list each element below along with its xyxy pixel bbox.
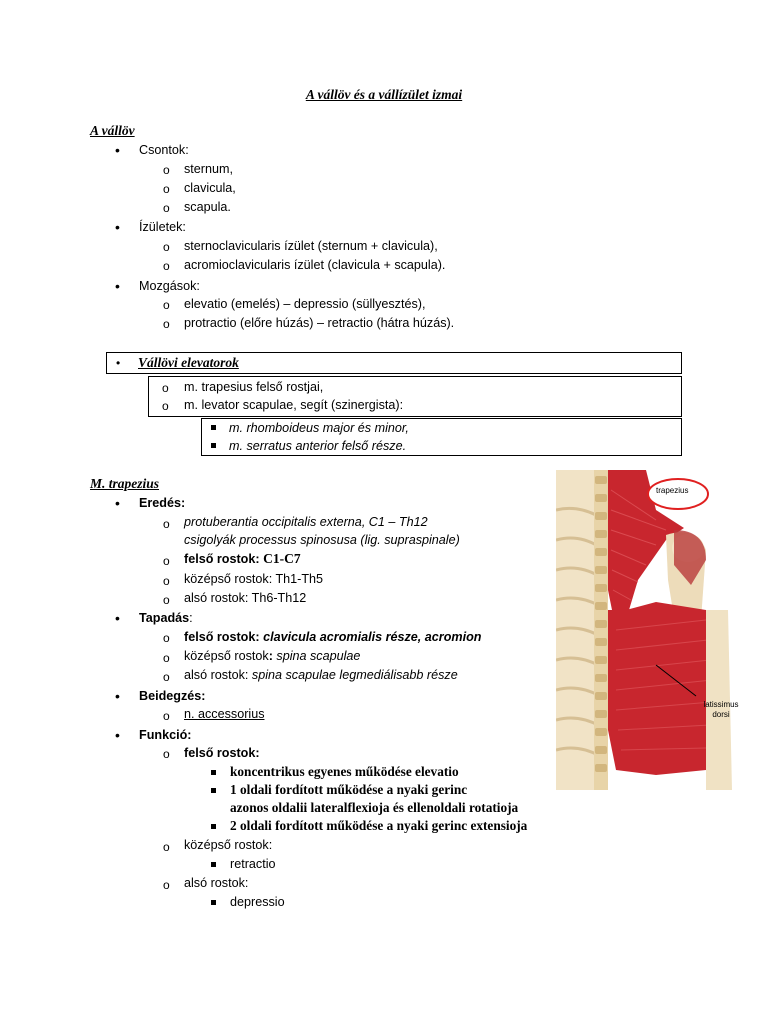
elevators-box bbox=[106, 352, 682, 374]
square-bullet bbox=[211, 824, 216, 829]
list-item: m. rhomboideus major és minor, bbox=[229, 421, 409, 435]
function-label: Funkció: bbox=[139, 728, 192, 742]
function-middle-label: középső rostok: bbox=[184, 838, 273, 852]
elevators-subsub-box bbox=[201, 418, 682, 456]
circle-bullet: o bbox=[163, 240, 170, 254]
bullet: • bbox=[115, 688, 120, 704]
square-bullet bbox=[211, 862, 216, 867]
function-upper-label: felső rostok: bbox=[184, 746, 260, 760]
elevators-heading: Vállövi elevatorok bbox=[138, 355, 239, 370]
list-item: protractio (előre húzás) – retractio (há… bbox=[184, 316, 455, 330]
section-heading-trapezius: M. trapezius bbox=[90, 476, 160, 491]
insertion-label: Tapadás: bbox=[139, 611, 193, 625]
function-lower-label: alsó rostok: bbox=[184, 876, 249, 890]
origin-label: Eredés: bbox=[139, 496, 186, 510]
insertion-upper: felső rostok: clavicula acromialis része… bbox=[184, 630, 482, 644]
origin-middle: középső rostok: Th1-Th5 bbox=[184, 572, 324, 586]
innervation-label: Beidegzés: bbox=[139, 689, 206, 703]
function-item: 1 oldali fordított működése a nyaki geri… bbox=[230, 782, 468, 797]
circle-bullet: o bbox=[163, 554, 170, 568]
page-title: A vállöv és a vállízület izmai bbox=[305, 87, 463, 102]
list-item: clavicula, bbox=[184, 181, 236, 195]
bullet: • bbox=[116, 356, 121, 370]
list-item: acromioclavicularis ízület (clavicula + … bbox=[184, 258, 446, 272]
function-item: depressio bbox=[230, 895, 285, 909]
bullet: • bbox=[115, 495, 120, 511]
circle-bullet: o bbox=[163, 574, 170, 588]
function-item: 2 oldali fordított működése a nyaki geri… bbox=[230, 818, 528, 833]
circle-bullet: o bbox=[163, 709, 170, 723]
circle-bullet: o bbox=[163, 878, 170, 892]
circle-bullet: o bbox=[163, 670, 170, 684]
circle-bullet: o bbox=[163, 201, 170, 215]
circle-bullet: o bbox=[163, 259, 170, 273]
bullet: • bbox=[115, 142, 120, 158]
anatomy-figure: trapezius latissimus dorsi bbox=[556, 470, 752, 790]
square-bullet bbox=[211, 900, 216, 905]
function-item: retractio bbox=[230, 857, 276, 871]
circle-bullet: o bbox=[163, 651, 170, 665]
innervation-value: n. accessorius bbox=[184, 707, 265, 721]
circle-bullet: o bbox=[163, 298, 170, 312]
circle-bullet: o bbox=[162, 381, 169, 395]
circle-bullet: o bbox=[163, 747, 170, 761]
circle-bullet: o bbox=[162, 399, 169, 413]
section-heading-vallov: A vállöv bbox=[90, 123, 135, 138]
back-muscles-illustration bbox=[556, 470, 752, 790]
list-item-label: Mozgások: bbox=[139, 279, 200, 293]
square-bullet bbox=[211, 770, 216, 775]
bullet: • bbox=[115, 278, 120, 294]
list-item: elevatio (emelés) – depressio (süllyeszt… bbox=[184, 297, 426, 311]
function-item: koncentrikus egyenes működése elevatio bbox=[230, 764, 459, 779]
origin-lower: alsó rostok: Th6-Th12 bbox=[184, 591, 307, 605]
bullet: • bbox=[115, 610, 120, 626]
circle-bullet: o bbox=[163, 593, 170, 607]
origin-line-1: protuberantia occipitalis externa, C1 – … bbox=[184, 515, 428, 529]
origin-upper: felső rostok: C1-C7 bbox=[184, 551, 301, 566]
list-item: m. trapesius felső rostjai, bbox=[184, 380, 324, 394]
list-item-label: Csontok: bbox=[139, 143, 189, 157]
circle-bullet: o bbox=[163, 631, 170, 645]
circle-bullet: o bbox=[163, 317, 170, 331]
insertion-middle: középső rostok: spina scapulae bbox=[184, 649, 361, 663]
square-bullet bbox=[211, 425, 216, 430]
insertion-lower: alsó rostok: spina scapulae legmediálisa… bbox=[184, 668, 458, 682]
figure-label-trapezius: trapezius bbox=[656, 486, 689, 495]
list-item: scapula. bbox=[184, 200, 231, 214]
function-item-continued: azonos oldalii lateralflexioja és elleno… bbox=[230, 800, 519, 815]
circle-bullet: o bbox=[163, 840, 170, 854]
list-item: m. levator scapulae, segít (szinergista)… bbox=[184, 398, 404, 412]
circle-bullet: o bbox=[163, 163, 170, 177]
list-item: m. serratus anterior felső része. bbox=[229, 439, 407, 453]
list-item-label: Ízületek: bbox=[139, 220, 186, 234]
square-bullet bbox=[211, 788, 216, 793]
bullet: • bbox=[115, 727, 120, 743]
figure-label-latissimus: latissimus dorsi bbox=[703, 700, 739, 719]
bullet: • bbox=[115, 219, 120, 235]
list-item: sternoclavicularis ízület (sternum + cla… bbox=[184, 239, 438, 253]
circle-bullet: o bbox=[163, 182, 170, 196]
origin-line-2: csigolyák processus spinosusa (lig. supr… bbox=[184, 533, 460, 547]
circle-bullet: o bbox=[163, 517, 170, 531]
square-bullet bbox=[211, 443, 216, 448]
elevators-sub-box bbox=[148, 376, 682, 417]
list-item: sternum, bbox=[184, 162, 233, 176]
